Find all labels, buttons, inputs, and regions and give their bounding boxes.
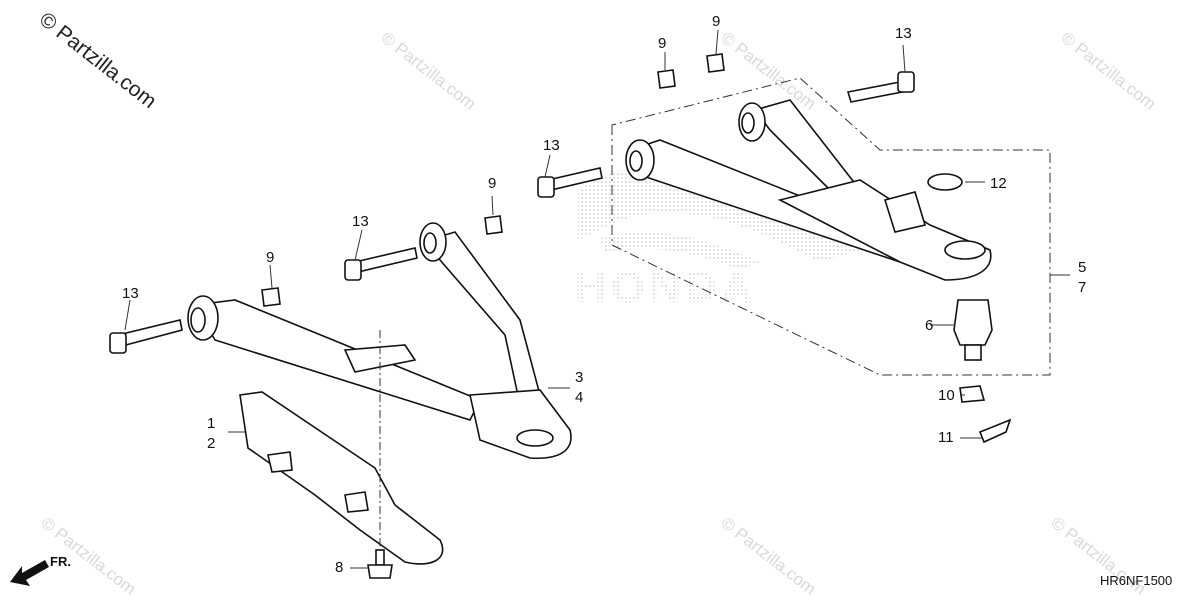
- lower-arm-assembly: [109, 215, 572, 460]
- circlip: [927, 173, 963, 191]
- lower-arm-socket: [516, 429, 554, 447]
- upper-rear-bushing-hole: [741, 112, 755, 134]
- ball-joint: [953, 299, 993, 346]
- callout-13: 13: [543, 137, 560, 154]
- upper-front-nut: [657, 69, 676, 89]
- callout-10: 10: [938, 387, 955, 404]
- front-arrow-icon: [10, 560, 49, 586]
- honda-brand-text: HONDA: [575, 263, 756, 312]
- callout-7: 7: [1078, 279, 1086, 296]
- front-direction-indicator: FR.: [10, 554, 71, 586]
- callout-9: 9: [266, 249, 274, 266]
- flange-bolt-shank: [375, 549, 385, 566]
- callout-11: 11: [938, 429, 954, 446]
- assembly-box: [611, 77, 1051, 376]
- callout-6: 6: [925, 317, 933, 334]
- skid-guard-tab: [344, 491, 369, 513]
- faint-watermark: © Partzilla.com: [718, 28, 820, 114]
- callout-5: 5: [1078, 259, 1086, 276]
- lower-arm-rear-tube: [426, 231, 541, 407]
- faint-watermark: © Partzilla.com: [1058, 28, 1160, 114]
- lower-rear-bolt: [353, 247, 418, 273]
- lower-rear-nut: [484, 215, 503, 235]
- callout-9: 9: [712, 13, 720, 30]
- lower-front-bushing-hole: [190, 307, 206, 333]
- skid-guard: [239, 391, 444, 565]
- cotter-pin: [978, 418, 1012, 444]
- castle-nut: [959, 385, 986, 403]
- front-arrow-label: FR.: [50, 554, 71, 569]
- upper-arm-socket: [944, 240, 986, 260]
- skid-guard-tab: [267, 451, 293, 473]
- callout-3: 3: [575, 369, 583, 386]
- callout-labels: 13 9 13 9 3 4 1 2 8 13 9 9 9 13 12 5 7 6…: [122, 13, 1086, 576]
- leader-lines: [124, 29, 1070, 569]
- flange-bolt: [367, 549, 393, 579]
- honda-watermark-logo: HONDA: [575, 164, 860, 312]
- callout-4: 4: [575, 389, 583, 406]
- callout-9: 9: [658, 35, 666, 52]
- upper-rear-bolt-head: [897, 71, 915, 93]
- upper-arm-assembly: [537, 53, 1012, 444]
- lower-front-nut: [261, 287, 281, 307]
- lower-arm-front-tube: [193, 299, 482, 421]
- upper-rear-nut: [706, 53, 725, 73]
- lower-front-bolt-head: [109, 332, 127, 354]
- main-watermark: © Partzilla.com: [35, 8, 161, 113]
- upper-front-bushing-hole: [629, 150, 643, 172]
- callout-8: 8: [335, 559, 343, 576]
- upper-arm-bracket: [883, 191, 927, 233]
- callout-13: 13: [352, 213, 369, 230]
- lower-rear-bolt-head: [344, 259, 362, 281]
- ball-joint-stud: [964, 344, 982, 361]
- callout-12: 12: [990, 175, 1007, 192]
- callout-9: 9: [488, 175, 496, 192]
- callout-13: 13: [895, 25, 912, 42]
- callout-2: 2: [207, 435, 215, 452]
- diagram-code: HR6NF1500: [1100, 573, 1172, 588]
- lower-front-bolt: [116, 319, 183, 347]
- upper-front-bolt-head: [537, 176, 555, 198]
- skid-guard-plate: [239, 391, 444, 565]
- callout-1: 1: [207, 415, 215, 432]
- lower-rear-bushing-hole: [423, 232, 437, 254]
- lower-arm-end: [469, 389, 572, 460]
- flange-bolt-head: [367, 564, 393, 579]
- upper-rear-bolt: [846, 81, 903, 103]
- callout-13: 13: [122, 285, 139, 302]
- faint-watermark: © Partzilla.com: [718, 513, 820, 599]
- faint-watermark: © Partzilla.com: [378, 28, 480, 114]
